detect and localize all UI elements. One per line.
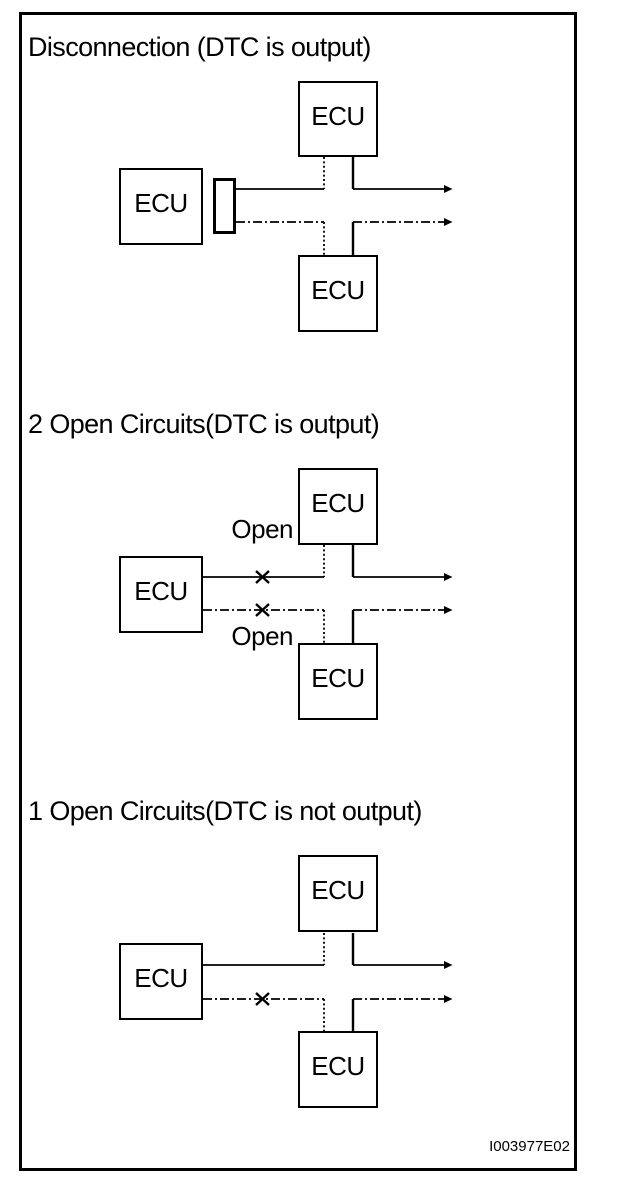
section-title-one-open-circuit: 1 Open Circuits(DTC is not output) — [28, 796, 422, 826]
ecu-label: ECU — [134, 188, 188, 218]
ecu-box-bottom-s3: ECU — [298, 1031, 378, 1108]
ecu-box-top-s3: ECU — [298, 855, 378, 932]
diagram-frame — [19, 12, 577, 1171]
arrowhead-lower-s3 — [444, 995, 453, 1003]
section2-wiring — [203, 545, 453, 643]
ecu-label: ECU — [311, 100, 365, 131]
ecu-label: ECU — [134, 963, 188, 993]
disconnected-connector — [213, 178, 236, 234]
ecu-label: ECU — [311, 663, 365, 693]
ecu-label: ECU — [311, 488, 365, 518]
arrowhead-upper-s1 — [444, 185, 453, 193]
arrowhead-upper-s3 — [444, 961, 453, 969]
ecu-label: ECU — [311, 875, 365, 905]
ecu-box-left-s3: ECU — [119, 943, 203, 1020]
open-circuit-x-lower-icon — [255, 603, 270, 617]
open-circuit-x-icon-s3 — [255, 992, 270, 1006]
ecu-label: ECU — [134, 576, 188, 606]
ecu-box-bottom-s2: ECU — [298, 643, 378, 720]
open-circuit-x-upper-icon — [255, 570, 270, 584]
ecu-box-top-s2: ECU — [298, 468, 378, 545]
arrowhead-lower-s2 — [444, 606, 453, 614]
ecu-box-top-s1: ECU — [298, 81, 378, 157]
ecu-box-left-s2: ECU — [119, 556, 203, 633]
ecu-label: ECU — [311, 275, 365, 305]
open-label-top: Open — [231, 514, 293, 544]
section-title-two-open-circuits: 2 Open Circuits(DTC is output) — [28, 409, 380, 439]
section1-wiring — [236, 157, 453, 255]
figure-code: I003977E02 — [489, 1138, 570, 1155]
ecu-box-left-s1: ECU — [119, 168, 203, 245]
open-label-bottom: Open — [231, 621, 293, 651]
section-title-disconnection: Disconnection (DTC is output) — [28, 32, 371, 62]
arrowhead-upper-s2 — [444, 573, 453, 581]
arrowhead-lower-s1 — [444, 218, 453, 226]
ecu-label: ECU — [311, 1051, 365, 1081]
section3-wiring — [203, 933, 453, 1031]
ecu-box-bottom-s1: ECU — [298, 255, 378, 332]
